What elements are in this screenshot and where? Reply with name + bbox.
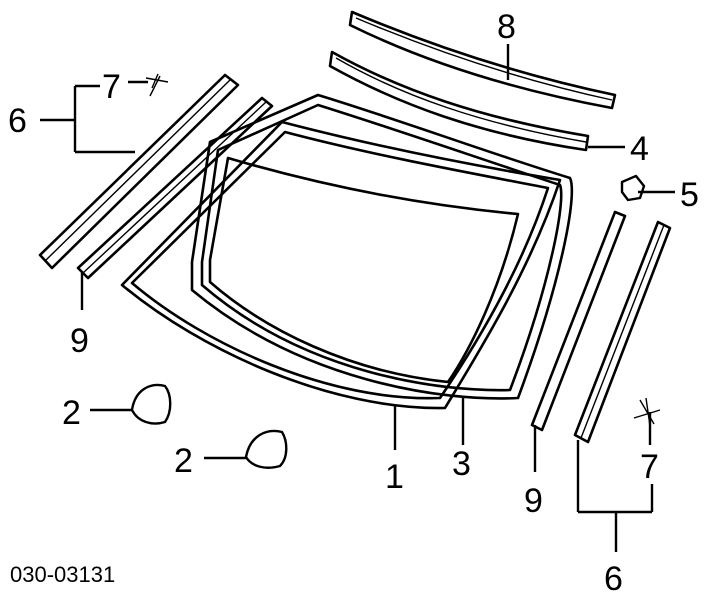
- callout-4: 4: [630, 130, 649, 168]
- part-side-molding-6-left: [38, 73, 240, 270]
- part-roof-molding-8: [348, 10, 617, 110]
- part-windshield-glass-1: [120, 120, 562, 410]
- reference-code: 030-03131: [10, 562, 115, 587]
- callout-8: 8: [497, 8, 516, 46]
- part-side-molding-6-right: [573, 220, 672, 444]
- leader-lines: [40, 44, 675, 552]
- part-side-strip-9-left: [76, 96, 274, 280]
- part-stopper-2-upper: [130, 383, 172, 425]
- callout-5: 5: [680, 176, 699, 214]
- callout-7-right: 7: [640, 448, 659, 486]
- callout-9-right: 9: [524, 482, 543, 520]
- part-stopper-2-lower: [244, 429, 288, 469]
- callout-2-lower: 2: [174, 442, 193, 480]
- part-fastener-7-left: [145, 73, 169, 97]
- part-fastener-7-right: [633, 397, 661, 427]
- part-clip-5: [620, 174, 646, 202]
- callout-1: 1: [385, 458, 404, 496]
- callout-6-left: 6: [8, 102, 27, 140]
- callout-7-left: 7: [102, 68, 121, 106]
- callout-6-right: 6: [604, 560, 623, 598]
- part-upper-molding-4: [328, 50, 590, 152]
- callout-9-left: 9: [70, 322, 89, 360]
- callout-3: 3: [452, 445, 471, 483]
- part-windshield-dam-3: [190, 93, 574, 400]
- part-side-strip-9-right: [530, 210, 627, 432]
- callout-2-upper: 2: [62, 394, 81, 432]
